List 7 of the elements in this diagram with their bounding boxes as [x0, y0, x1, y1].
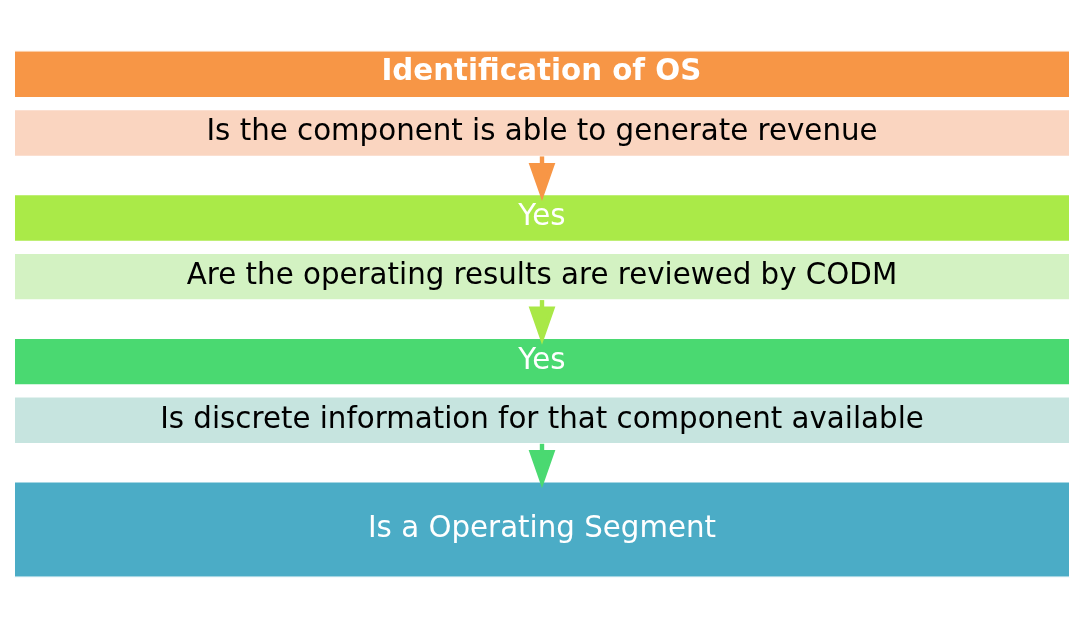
node-box: Are the operating results are reviewed by CODM [13, 252, 1071, 301]
node-box: Yes [13, 337, 1071, 386]
node-box: Identification of OS [13, 50, 1071, 99]
node-box: Is discrete information for that component available [13, 396, 1071, 445]
node-box: Is a Operating Segment [13, 481, 1071, 578]
node-box: Yes [13, 193, 1071, 243]
node-box: Is the component is able to generate revenue [13, 108, 1071, 158]
